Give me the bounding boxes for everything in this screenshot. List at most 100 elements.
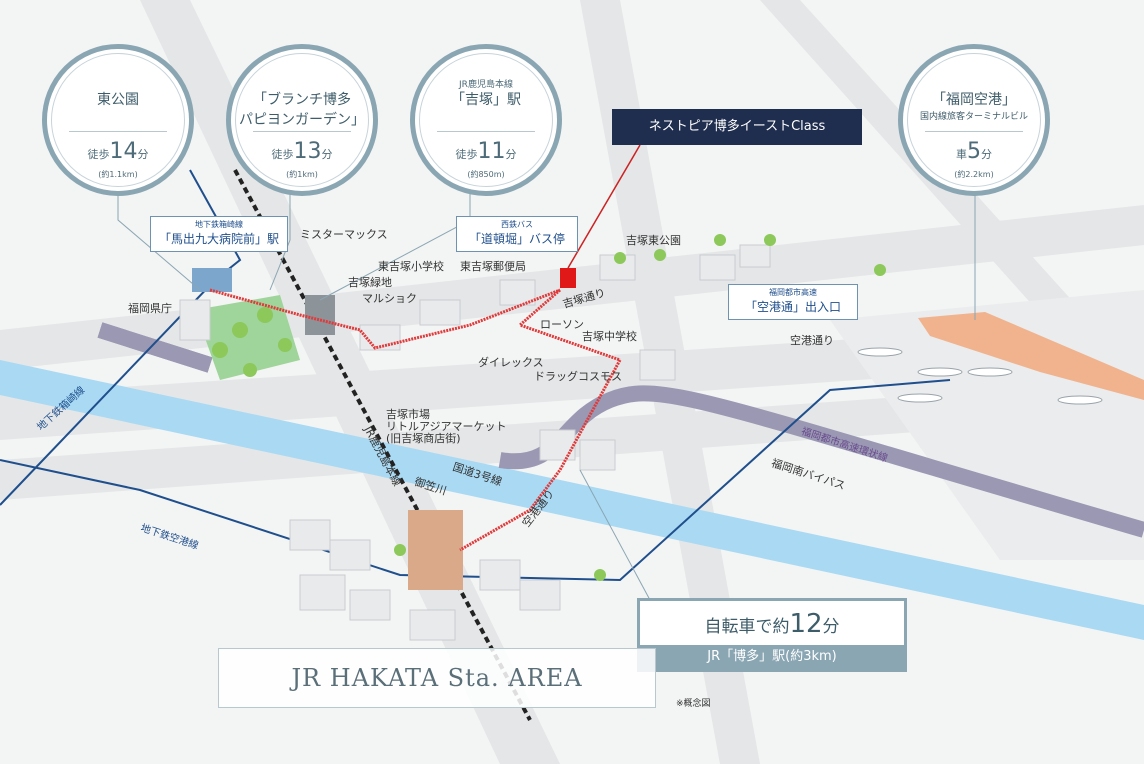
circle-divider: [69, 131, 167, 132]
airplanes: [857, 347, 1103, 405]
label-mister-max: ミスターマックス: [300, 228, 388, 241]
building: [519, 579, 561, 611]
building: [479, 559, 521, 591]
label-higashi-yoshizuka-elementary: 東吉塚小学校: [378, 260, 444, 273]
road-north-south-2: [580, 0, 760, 764]
circle-time: 徒歩14分: [47, 139, 189, 164]
hakozaki-station-building: [192, 268, 232, 292]
circle-title-2: 国内線旅客ターミナルビル: [919, 112, 1028, 122]
label-yoshizuka-market: 吉塚市場: [386, 408, 430, 421]
airplane: [1057, 395, 1103, 405]
circle-unit: 分: [137, 148, 149, 161]
circle-mode: 車: [956, 148, 967, 161]
tree: [614, 252, 626, 264]
building: [499, 279, 536, 306]
circle-minutes: 5: [967, 139, 981, 164]
trees: [212, 234, 886, 581]
airplane: [857, 347, 903, 357]
label-yoshizuka-higashi-park: 吉塚東公園: [626, 234, 681, 247]
label-marushoku: マルショク: [362, 292, 417, 305]
circle-distance: (約2.2km): [954, 170, 994, 179]
circle-ring: [419, 53, 553, 187]
circle-minutes: 14: [109, 139, 138, 164]
yoshizuka-station-building: [305, 295, 335, 335]
station-box-line1: 福岡都市高速: [769, 288, 817, 297]
label-little-asia-market: リトルアジアマーケット: [386, 420, 507, 433]
building-pref-office: [179, 299, 211, 341]
circle-distance: (約1km): [286, 170, 318, 179]
label-old-shopping-street: (旧吉塚商店街): [386, 432, 461, 445]
tree: [594, 569, 606, 581]
station-box-line1: 西鉄バス: [501, 220, 533, 229]
airplane: [967, 367, 1013, 377]
label-kuko-dori: 空港通り: [790, 334, 834, 347]
circle-title: 東公園: [97, 92, 139, 108]
building: [289, 519, 331, 551]
label-yoshizuka-jhs: 吉塚中学校: [582, 330, 637, 343]
circle-minutes: 13: [293, 139, 322, 164]
mikasa-river: [0, 360, 1144, 640]
tree: [654, 249, 666, 261]
circle-ring: [51, 53, 185, 187]
label-yoshizuka-ryokuchi: 吉塚緑地: [348, 276, 392, 289]
station-box-line2: 「空港通」出入口: [744, 300, 841, 314]
tree: [232, 322, 248, 338]
circle-distance: (約850m): [467, 170, 505, 179]
label-higashi-yoshizuka-post-office: 東吉塚郵便局: [460, 260, 526, 273]
callout-bike: [579, 469, 651, 601]
circle-time: 徒歩11分: [415, 139, 557, 164]
hakata-station-building: [408, 510, 463, 590]
circle-minutes: 11: [477, 139, 506, 164]
circle-title-2: パピヨンガーデン」: [239, 112, 365, 128]
destination-circle-higashi-park: 東公園 徒歩14分 (約1.1km): [42, 44, 194, 196]
building: [409, 609, 456, 641]
tree: [764, 234, 776, 246]
area-title: JR HAKATA Sta. AREA: [218, 648, 656, 708]
circle-distance: (約1.1km): [98, 170, 138, 179]
destination-circle-branch-hakata: 「ブランチ博多 パピヨンガーデン」 徒歩13分 (約1km): [226, 44, 378, 196]
buildings: [179, 244, 771, 641]
expressway-west: [97, 322, 213, 373]
property-name-tag: ネストピア博多イーストClass: [612, 109, 862, 145]
building: [329, 539, 371, 571]
circle-time: 徒歩13分: [231, 139, 373, 164]
label-lawson: ローソン: [540, 318, 584, 331]
tree: [874, 264, 886, 276]
bike-unit: 分: [822, 617, 840, 637]
jr-line: [233, 169, 532, 721]
circle-mode: 徒歩: [271, 148, 294, 161]
tree: [243, 363, 257, 377]
label-drug-cosmos: ドラッグコスモス: [534, 370, 622, 383]
conceptual-note: ※概念図: [676, 699, 711, 709]
park-area: [195, 295, 300, 380]
tree: [278, 338, 292, 352]
tree: [714, 234, 726, 246]
building: [349, 589, 391, 621]
building: [419, 299, 461, 326]
circle-title: 「吉塚」駅: [451, 92, 521, 108]
circle-title: 「ブランチ博多: [253, 92, 351, 108]
property-marker: [560, 268, 576, 288]
airplane: [897, 393, 943, 403]
circle-divider: [253, 131, 351, 132]
callout-higashi-park: [117, 192, 201, 291]
label-direx: ダイレックス: [478, 356, 544, 369]
station-box-dotonbori: 西鉄バス 「道頓堀」バス停: [456, 216, 578, 252]
bike-minutes: 12: [789, 609, 823, 639]
route-to-kuko: [517, 288, 621, 362]
walking-routes: [209, 288, 622, 552]
circle-title: 「福岡空港」: [932, 92, 1016, 108]
route-to-yoshizuka: [209, 288, 561, 350]
label-fukuoka-pref-office: 福岡県庁: [128, 302, 172, 315]
circle-ring: [235, 53, 369, 187]
circle-ring: [907, 53, 1041, 187]
bike-time: 自転車で約12分: [640, 601, 904, 645]
bike-time-box: 自転車で約12分 JR「博多」駅(約3km): [637, 598, 907, 672]
building: [739, 244, 771, 268]
building: [639, 349, 676, 381]
callout-branch: [269, 192, 291, 291]
tree: [212, 342, 228, 358]
building: [579, 439, 616, 471]
